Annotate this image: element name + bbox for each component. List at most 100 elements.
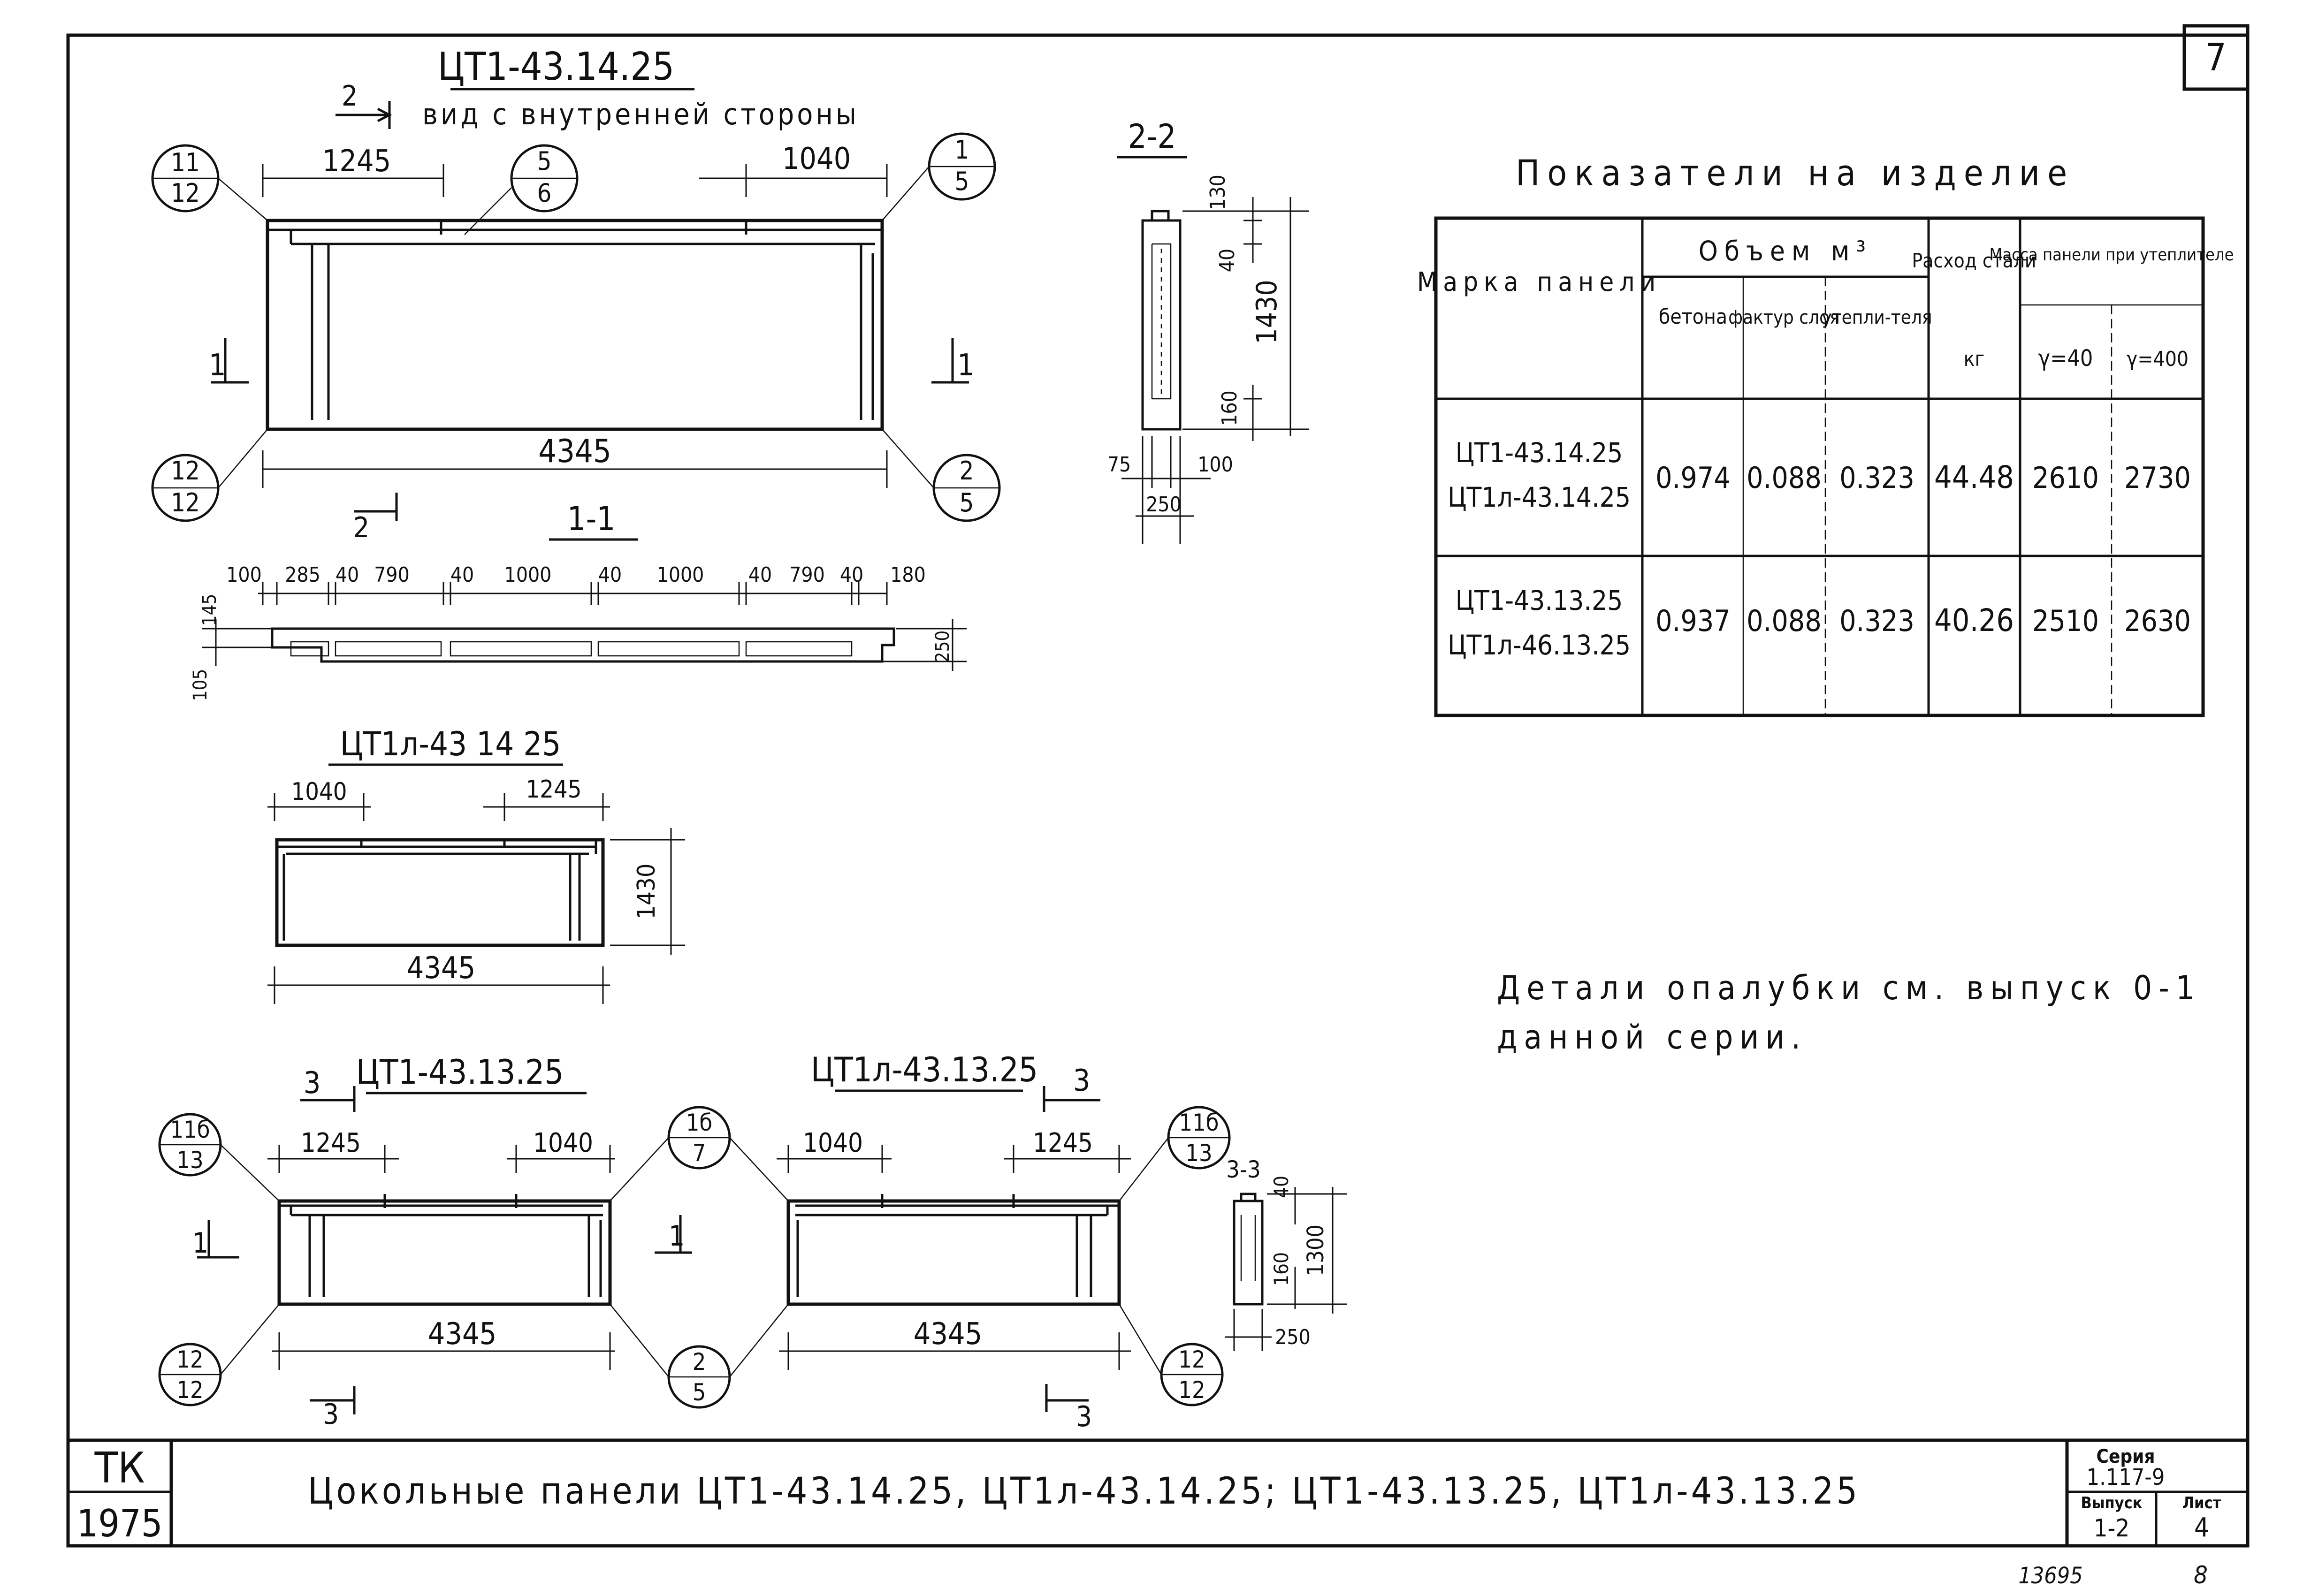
main-callout-4-bottom: 12 (171, 488, 200, 517)
s22-dim-1430: 1430 (1251, 280, 1283, 344)
s11-dim-40a: 40 (336, 563, 359, 587)
s11-dim-40e: 40 (840, 563, 863, 587)
main-callout-1-bottom: 12 (171, 178, 200, 208)
main-callout-3-top: 1 (955, 135, 969, 165)
col-steel: Расход стали (1912, 249, 2036, 272)
br-callout-1-top: 11б (1179, 1109, 1219, 1136)
s11-dim-40c: 40 (598, 563, 622, 587)
col-concrete: бетона (1659, 305, 1727, 329)
row1-mass40: 2610 (2032, 461, 2099, 495)
page-number: 7 (2205, 36, 2227, 79)
s11-dim-145: 145 (199, 594, 221, 626)
section-1-1: 1-1 100 285 40 790 40 1000 40 1000 40 79… (190, 500, 967, 701)
note-line-2: данной серии. (1497, 1018, 1807, 1056)
issue-label: Выпуск (2081, 1494, 2143, 1512)
row1-mass400: 2730 (2124, 461, 2191, 495)
row1-facing: 0.088 (1747, 461, 1822, 495)
br-dim-right: 1245 (1033, 1128, 1093, 1158)
row2-mark1: ЦТ1-43.13.25 (1456, 585, 1623, 616)
bl-callout-2-top: 12 (176, 1346, 203, 1373)
s11-dim-285: 285 (285, 563, 320, 587)
s22-dim-130: 130 (1206, 175, 1230, 210)
s33-dim-250: 250 (1275, 1325, 1311, 1349)
row1-steel: 44.48 (1934, 459, 2014, 495)
main-view-subtitle: вид с внутренней стороны (422, 97, 859, 131)
row1-mark1: ЦТ1-43.14.25 (1456, 437, 1623, 469)
main-callout-5-bottom: 5 (960, 488, 974, 517)
mirror-dim-height: 1430 (633, 863, 661, 919)
main-dim-left: 1245 (322, 144, 391, 179)
s33-dim-160: 160 (1270, 1252, 1293, 1286)
br-callout-1-bottom: 13 (1185, 1140, 1212, 1167)
section-3-3: 3-3 40 1300 160 250 (1225, 1156, 1347, 1351)
series-value: 1.117-9 (2087, 1464, 2165, 1490)
col-mass-400: γ=400 (2127, 347, 2189, 371)
s11-dim-180: 180 (890, 563, 926, 587)
section-33-title: 3-3 (1226, 1156, 1260, 1183)
row2-concrete: 0.937 (1655, 604, 1731, 638)
s11-dim-105: 105 (190, 669, 211, 701)
bl-callout-2-bottom: 12 (176, 1376, 203, 1404)
sheet-label: Лист (2182, 1494, 2221, 1512)
br-dim-length: 4345 (914, 1317, 983, 1352)
row2-mass400: 2630 (2124, 604, 2191, 638)
main-callout-2-bottom: 6 (537, 178, 552, 208)
br-dim-left: 1040 (803, 1128, 863, 1158)
s11-dim-1000b: 1000 (657, 563, 704, 587)
row2-mark2: ЦТ1л-46.13.25 (1448, 629, 1631, 661)
s22-dim-160: 160 (1218, 390, 1242, 426)
row1-insulation: 0.323 (1839, 461, 1914, 495)
bl-cut-right: 1 (669, 1220, 685, 1253)
bl-section-mark-top: 3 (304, 1066, 321, 1101)
row2-steel: 40.26 (1934, 602, 2014, 638)
bl-callout-1-top: 11б (170, 1116, 210, 1143)
main-callout-1-top: 11 (171, 148, 200, 177)
bl-dim-right: 1040 (533, 1128, 593, 1158)
mirror-dim-right: 1245 (526, 775, 581, 804)
section-2-2: 2-2 130 40 1430 160 75 100 250 (1107, 117, 1309, 544)
s22-dim-100: 100 (1197, 453, 1233, 477)
note-line-1: Детали опалубки см. выпуск 0-1 (1497, 969, 2201, 1007)
main-dim-length: 4345 (538, 433, 611, 470)
note: Детали опалубки см. выпуск 0-1 данной се… (1497, 969, 2201, 1056)
bl-callout-3-top: 1б (686, 1109, 712, 1136)
s11-dim-790a: 790 (374, 563, 410, 587)
col-insulation: утепли-теля (1822, 307, 1932, 328)
row1-mark2: ЦТ1л-43.14.25 (1448, 481, 1631, 513)
br-section-mark-bottom: 3 (1076, 1400, 1092, 1433)
col-steel-unit: кг (1964, 347, 1985, 371)
sheet-value: 4 (2194, 1512, 2209, 1543)
mirror-dim-length: 4345 (407, 951, 476, 986)
s11-dim-790b: 790 (789, 563, 825, 587)
indicators-table: Показатели на изделие Марка панели Объем… (1417, 152, 2234, 717)
bl-callout-3-bottom: 7 (693, 1140, 706, 1167)
bl-title: ЦТ1-43.13.25 (356, 1052, 564, 1092)
col-volume: Объем м³ (1699, 235, 1872, 267)
mirror-dim-left: 1040 (291, 778, 347, 806)
bottom-right-view: ЦТ1л-43.13.25 3 1040 1245 4345 3 11б 13 (777, 1050, 1231, 1433)
main-dim-right: 1040 (782, 142, 851, 176)
sheet-title: Цокольные панели ЦТ1-43.14.25, ЦТ1л-43.1… (308, 1470, 1860, 1512)
main-cut-right: 1 (957, 348, 975, 383)
s33-dim-40: 40 (1270, 1176, 1293, 1198)
row2-facing: 0.088 (1747, 604, 1822, 638)
s22-dim-40: 40 (1215, 249, 1239, 272)
bl-dim-left: 1245 (301, 1128, 361, 1158)
s22-dim-75: 75 (1107, 453, 1131, 477)
footer-number: 13695 (2018, 1563, 2082, 1589)
footer-page: 8 (2194, 1561, 2208, 1589)
mirror-view: ЦТ1л-43 14 25 1040 1245 4345 1430 (267, 725, 685, 1004)
col-mark: Марка панели (1417, 267, 1661, 297)
row2-insulation: 0.323 (1839, 604, 1914, 638)
br-callout-2-bottom: 12 (1178, 1376, 1205, 1404)
stamp-org: ТК (94, 1444, 145, 1493)
sheet-frame (66, 24, 2250, 1548)
main-callout-2-top: 5 (537, 146, 552, 176)
bl-dim-length: 4345 (428, 1317, 497, 1352)
br-section-mark-top: 3 (1073, 1064, 1091, 1098)
s33-dim-1300: 1300 (1303, 1224, 1329, 1276)
bl-callout-4-top: 2 (693, 1348, 706, 1376)
bl-callout-1-bottom: 13 (176, 1147, 203, 1174)
col-mass-40: γ=40 (2038, 345, 2093, 372)
